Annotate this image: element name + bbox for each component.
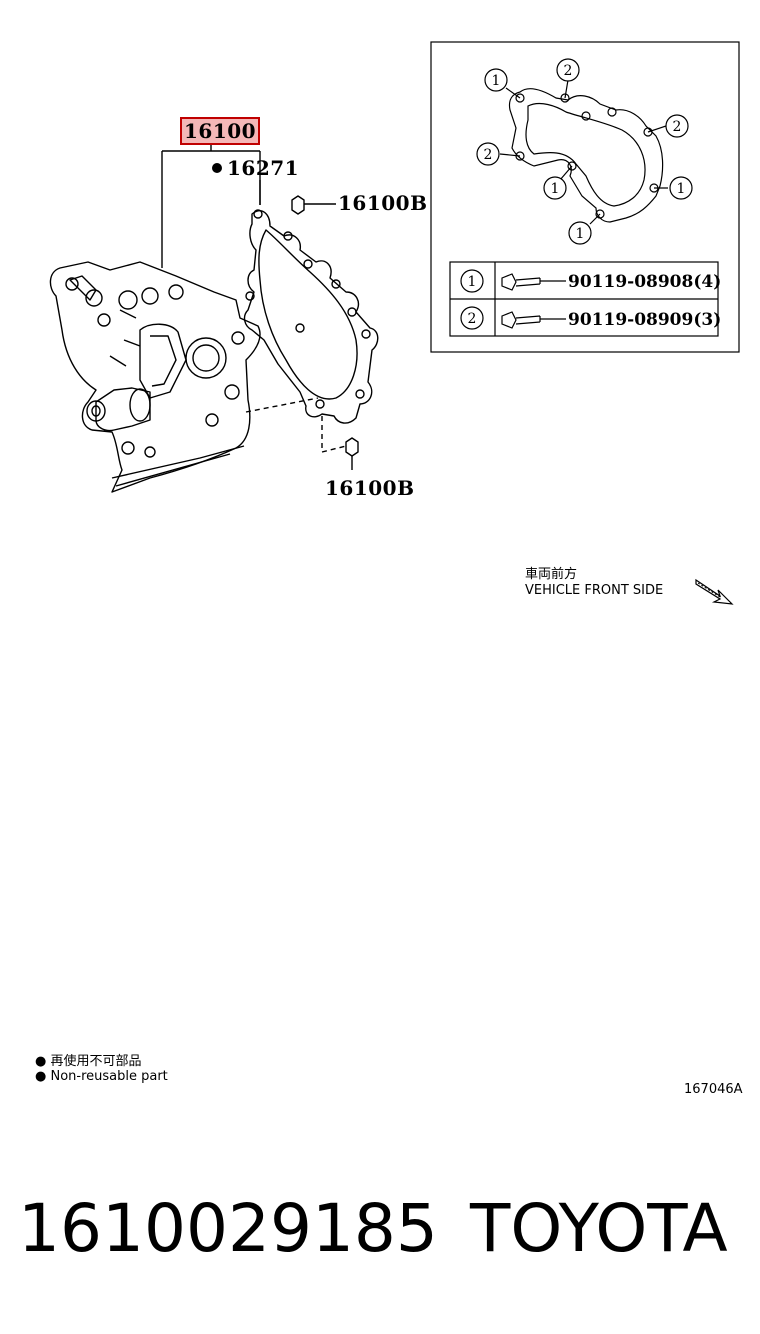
- callout-16271[interactable]: 16271: [227, 156, 300, 180]
- table-ref-2: 2: [468, 311, 477, 327]
- leader-assembly: [161, 142, 261, 268]
- plug-top-shape: [291, 195, 305, 215]
- callout-16100b-bottom[interactable]: 16100B: [325, 476, 415, 500]
- table-part-1: 90119-08908(4): [568, 272, 721, 292]
- footer-part-number: 1610029185: [18, 1190, 438, 1267]
- non-reusable-bullet-icon-2: ●: [35, 1069, 47, 1084]
- legend-japanese: 再使用不可部品: [50, 1054, 142, 1069]
- inset-ref-1c: 1: [677, 181, 686, 197]
- inset-ref-1d: 1: [576, 226, 585, 242]
- inset-ref-1b: 1: [551, 181, 560, 197]
- orientation-japanese: 車両前方: [525, 567, 578, 582]
- illustration-code: 167046A: [684, 1082, 743, 1097]
- callout-16100b-top[interactable]: 16100B: [338, 191, 428, 215]
- pump-body: [49, 261, 261, 493]
- table-ref-1: 1: [468, 274, 477, 290]
- callout-16100-highlighted[interactable]: 16100: [180, 117, 261, 145]
- front-arrow-icon: [695, 578, 734, 605]
- table-part-2: 90119-08909(3): [568, 310, 721, 330]
- non-reusable-dot-marker: [212, 163, 222, 173]
- inset-ref-2c: 2: [484, 147, 493, 163]
- legend-japanese-row: ● 再使用不可部品: [35, 1050, 142, 1069]
- gasket-outline: [243, 210, 379, 424]
- orientation-english: VEHICLE FRONT SIDE: [525, 583, 664, 598]
- inset-ref-2a: 2: [564, 63, 573, 79]
- legend-english-row: ● Non-reusable part: [35, 1069, 168, 1084]
- exploded-view-drawing: 1 2 2 2 1 1 1 1 2 90119-08908(4) 90119-0…: [49, 41, 740, 493]
- plug-bottom-shape: [345, 437, 359, 457]
- non-reusable-bullet-icon: ●: [35, 1054, 47, 1069]
- pump-shaft: [95, 387, 151, 432]
- footer-brand: TOYOTA: [470, 1190, 728, 1267]
- legend-english: Non-reusable part: [50, 1069, 168, 1084]
- inset-ref-1a: 1: [492, 73, 501, 89]
- inset-circled-refs: [460, 58, 693, 330]
- inset-box: [430, 41, 740, 353]
- inset-ref-2b: 2: [673, 119, 682, 135]
